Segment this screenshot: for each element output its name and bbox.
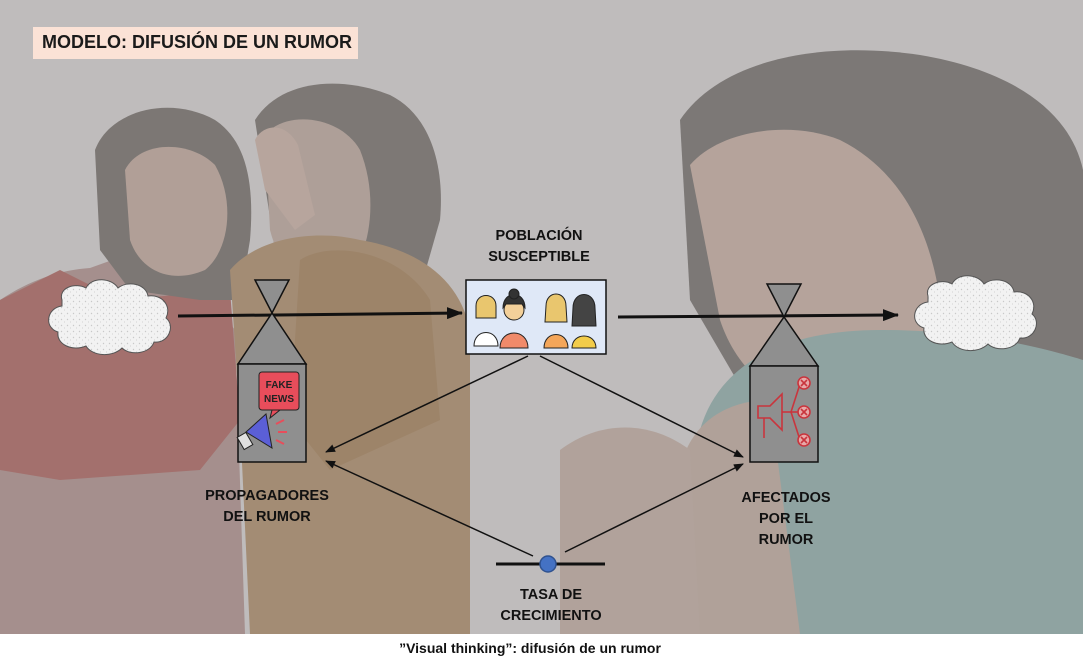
broadcast-rumor-icon (757, 376, 811, 447)
fake-news-megaphone-icon: FAKE NEWS (236, 371, 300, 451)
source-cloud-icon (48, 279, 171, 355)
susceptible-to-affected-arrow (539, 355, 744, 458)
diagram-canvas: FAKE NEWS (0, 0, 1083, 634)
gossiping-people-icon (473, 288, 597, 349)
inflow-arrow (177, 307, 463, 320)
diagram-title: MODELO: DIFUSIÓN DE UN RUMOR (33, 27, 358, 59)
inflow-valve (236, 279, 308, 365)
susceptible-to-propagators-arrow (325, 355, 529, 453)
fake-news-line2: NEWS (264, 394, 294, 405)
sink-cloud-icon (914, 275, 1037, 351)
affected-label: AFECTADOS POR EL RUMOR (741, 490, 831, 548)
outflow-arrow (617, 309, 899, 322)
rate-to-propagators-arrow (325, 460, 534, 557)
susceptible-label: POBLACIÓN SUSCEPTIBLE (488, 228, 590, 265)
figure-caption: ”Visual thinking”: difusión de un rumor (399, 640, 661, 656)
growth-rate-dot (539, 555, 557, 573)
background-illustration (0, 50, 1083, 634)
propagators-label: PROPAGADORES DEL RUMOR (205, 488, 329, 525)
diagram-svg: FAKE NEWS (0, 50, 1083, 634)
rate-to-affected-arrow (564, 463, 744, 553)
fake-news-line1: FAKE (266, 380, 293, 391)
growth-rate-label: TASA DE CRECIMIENTO (500, 587, 602, 624)
